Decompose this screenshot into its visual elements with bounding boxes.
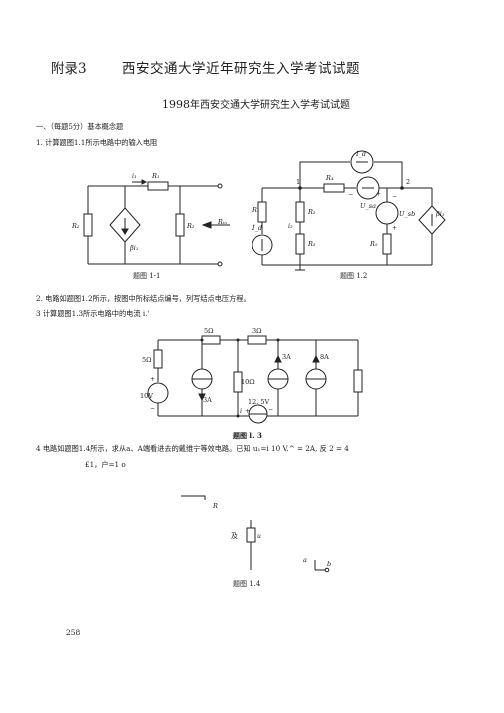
caption-1-1: 题图 1-1 — [133, 272, 161, 280]
label-id-top: I_d — [355, 150, 366, 158]
label-rin: Rᵢₙ — [217, 218, 227, 226]
label-8a: 8A — [320, 353, 329, 361]
caption-1-4: 题图 1.4 — [233, 580, 261, 588]
label-r1: R₁ — [151, 172, 160, 180]
label-r: R — [212, 502, 218, 510]
label-b: b — [327, 560, 331, 568]
sign-minus-10v: − — [150, 405, 155, 412]
page-title: 西安交通大学近年研究生入学考试试题 — [122, 61, 360, 77]
label-r4: R₄ — [325, 174, 334, 182]
exam-title-rest: 年西安交通大学研究生入学考试试题 — [190, 100, 350, 111]
label-beta-i1: βi₁ — [129, 244, 138, 252]
label-r2: R₂ — [71, 222, 80, 230]
label-r5: R₅ — [369, 240, 378, 248]
label-r1-12: R₁ — [252, 206, 260, 214]
sign-minus-usb: − — [392, 193, 397, 200]
label-u: u — [257, 533, 261, 540]
circuit-figure-1-2: I_d 1 2 R₄ − + U_sa − + U_sb R₁ R₂ R₃ R₅… — [252, 150, 446, 271]
section-heading: 一、（每题5分）基本概念题 — [36, 122, 124, 131]
sign-plus-usa: + — [376, 191, 381, 198]
label-a: a — [303, 556, 307, 564]
caption-1-3: 题图 l. 3 — [233, 431, 262, 440]
question-4-line1: 4 电路如题图1.4所示，求从a、A端看进去的戴维宁等效电路。已知 u₁=i 1… — [36, 444, 349, 453]
page-number: 258 — [66, 628, 81, 637]
label-5ohm-left: 5Ω — [142, 356, 152, 364]
question-2: 2. 电路如题图1.2所示，按图中所标结点编号，列写结点电压方程。 — [36, 294, 251, 303]
label-r2-12: R₂ — [307, 208, 316, 216]
circuit-figure-1-3: 5Ω 3Ω 5Ω + 10V − 3A 10Ω 3A 8A 12. 5V i +… — [140, 327, 363, 424]
exam-year: 1998 — [162, 98, 190, 111]
sign-plus-usb: + — [392, 225, 397, 232]
label-i1: i₁ — [132, 172, 137, 180]
label-beta-i1-12: βi₁ — [435, 210, 444, 218]
label-current-i: i — [240, 407, 242, 415]
circuit-figure-1-4: R 及 u a b — [181, 495, 331, 573]
label-usb: U_sb — [399, 210, 415, 218]
label-3a-up: 3A — [282, 353, 291, 361]
appendix-label: 附录3 — [51, 61, 87, 77]
sign-plus-10v: + — [150, 376, 155, 383]
sign-minus-12-5v: − — [268, 406, 273, 413]
exam-title: 1998年西安交通大学研究生入学考试试题 — [162, 93, 350, 112]
question-1: 1. 计算题图1.1所示电路中的输入电阻 — [36, 138, 158, 147]
label-5ohm-top: 5Ω — [204, 327, 214, 335]
label-r3: R₂ — [186, 222, 195, 230]
question-4-line2: £1，户=1 o — [85, 460, 126, 469]
label-3ohm: 3Ω — [252, 327, 262, 335]
circuit-figure-1-1: i₁ R₁ R₂ βi₁ R₂ Rᵢₙ — [71, 172, 230, 267]
question-3: 3 计算题图1.3所示电路中的电流 i.' — [36, 309, 150, 318]
label-10v: 10V — [140, 392, 153, 400]
label-12-5v: 12. 5V — [248, 398, 270, 406]
label-usa: U_sa — [360, 202, 376, 210]
label-node-2: 2 — [406, 178, 410, 186]
label-ji: 及 — [231, 532, 238, 540]
sign-minus-usa: − — [348, 191, 353, 198]
label-i2: i₂ — [288, 222, 293, 230]
label-r3-12: R₃ — [307, 240, 316, 248]
label-id-left: İ_d — [252, 223, 262, 232]
label-3a-down: 3A — [203, 396, 212, 404]
label-10ohm: 10Ω — [241, 378, 255, 386]
sign-plus-12-5v: + — [245, 408, 250, 415]
label-node-1: 1 — [296, 178, 300, 186]
caption-1-2: 题图 1.2 — [340, 272, 368, 280]
